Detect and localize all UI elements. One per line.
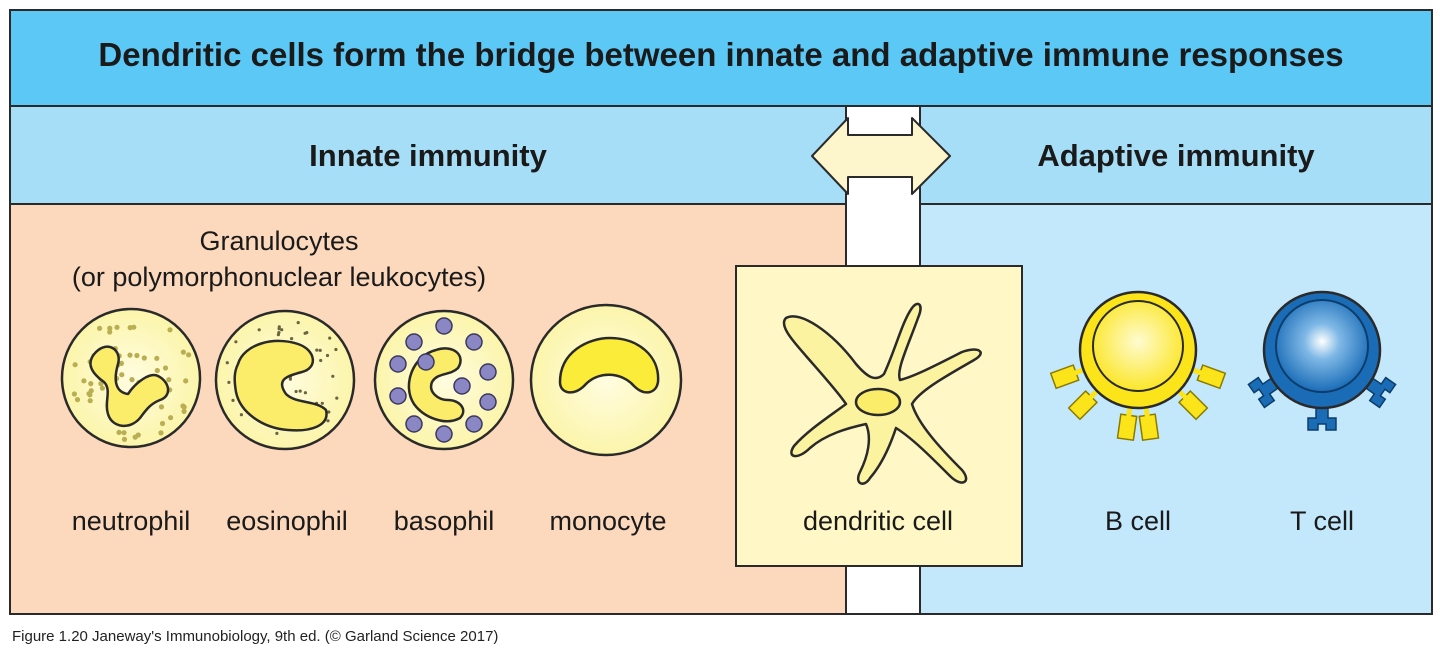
dendritic-cell bbox=[782, 302, 982, 485]
cell-label-neutrophil: neutrophil bbox=[72, 506, 191, 536]
cell-label-monocyte: monocyte bbox=[549, 506, 666, 536]
granulocytes-label: Granulocytes bbox=[199, 226, 358, 256]
neutrophil-cell bbox=[60, 307, 202, 449]
cell-label-t-cell: T cell bbox=[1290, 506, 1354, 536]
adaptive-header-band bbox=[919, 105, 1433, 205]
eosinophil-cell bbox=[214, 309, 356, 451]
innate-header-band bbox=[9, 105, 847, 205]
b-cell bbox=[1049, 290, 1227, 442]
double-arrow-icon bbox=[811, 117, 951, 195]
figure-caption: Figure 1.20 Janeway's Immunobiology, 9th… bbox=[12, 628, 499, 645]
figure-title: Dendritic cells form the bridge between … bbox=[98, 36, 1343, 73]
cell-label-dendritic: dendritic cell bbox=[803, 506, 953, 536]
innate-header: Innate immunity bbox=[309, 138, 547, 173]
monocyte-cell bbox=[529, 303, 683, 457]
cell-label-b-cell: B cell bbox=[1105, 506, 1171, 536]
cell-label-basophil: basophil bbox=[394, 506, 495, 536]
t-cell bbox=[1247, 290, 1397, 431]
title-band bbox=[9, 9, 1433, 107]
cell-label-eosinophil: eosinophil bbox=[226, 506, 348, 536]
adaptive-header: Adaptive immunity bbox=[1037, 138, 1315, 173]
granulocytes-sublabel: (or polymorphonuclear leukocytes) bbox=[72, 262, 486, 292]
basophil-cell bbox=[373, 309, 515, 451]
